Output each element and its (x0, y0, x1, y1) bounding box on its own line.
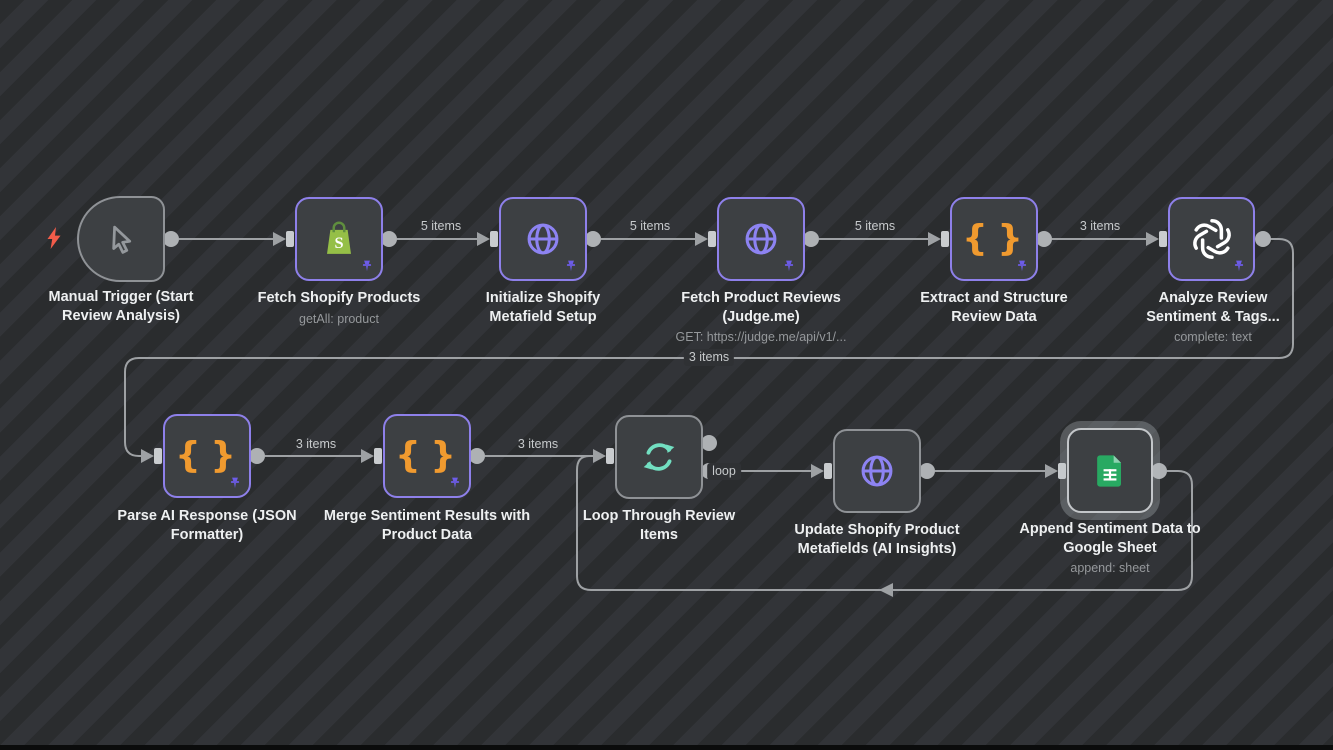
node-label-block: Fetch Shopify Products getAll: product (219, 289, 459, 327)
node-label-block: Analyze Review Sentiment & Tags... compl… (1093, 289, 1333, 345)
edge-sheet-loopback[interactable] (576, 455, 1193, 597)
node-label[interactable]: Append Sentiment Data to Google Sheet (1019, 521, 1201, 556)
node-label-block: Initialize Shopify Metafield Setup (423, 289, 663, 326)
edge-item-count: 3 items (517, 437, 559, 451)
pin-icon (1232, 259, 1246, 274)
edge-item-count: 3 items (1079, 219, 1121, 233)
node-manual-trigger[interactable] (77, 196, 165, 282)
edge-item-count: 5 items (420, 219, 462, 233)
node-label-block: Fetch Product Reviews (Judge.me) GET: ht… (641, 289, 881, 345)
node-subtitle: complete: text (1174, 330, 1252, 344)
node-label[interactable]: Loop Through Review Items (582, 508, 736, 543)
edge-update-to-sheet[interactable] (919, 463, 1066, 479)
node-label-block: Manual Trigger (Start Review Analysis) (1, 288, 241, 325)
node-label-block: Extract and Structure Review Data (874, 289, 1114, 326)
node-update-shopify-product-metafields[interactable] (833, 429, 921, 513)
node-parse-ai-response[interactable]: { } (163, 414, 251, 498)
node-merge-sentiment-results[interactable]: { } (383, 414, 471, 498)
edge-merge-to-loop[interactable] (469, 448, 614, 464)
node-loop-through-review-items[interactable] (615, 415, 703, 499)
globe-icon (738, 216, 784, 262)
node-analyze-review-sentiment[interactable] (1168, 197, 1255, 281)
node-fetch-shopify-products[interactable]: S (295, 197, 383, 281)
node-label-block: Parse AI Response (JSON Formatter) (87, 507, 327, 544)
node-initialize-shopify-metafield-setup[interactable] (499, 197, 587, 281)
node-label[interactable]: Analyze Review Sentiment & Tags... (1146, 290, 1280, 325)
pin-icon (1015, 259, 1029, 274)
pin-icon (228, 476, 242, 491)
pin-icon (782, 259, 796, 274)
edge-extract-to-analyze[interactable] (1036, 231, 1167, 247)
globe-icon (520, 216, 566, 262)
pin-icon (360, 259, 374, 274)
node-label[interactable]: Initialize Shopify Metafield Setup (485, 290, 601, 325)
curly-braces-icon: { } (962, 218, 1026, 259)
node-label[interactable]: Update Shopify Product Metafields (AI In… (794, 522, 960, 557)
node-extract-and-structure-review-data[interactable]: { } (950, 197, 1038, 281)
google-sheets-icon (1088, 449, 1132, 493)
cursor-arrow-icon (99, 217, 143, 261)
node-label-block: Append Sentiment Data to Google Sheet ap… (990, 520, 1230, 576)
loop-arrows-icon (636, 434, 682, 480)
node-label[interactable]: Parse AI Response (JSON Formatter) (117, 508, 297, 543)
trigger-bolt-icon (47, 227, 61, 249)
node-label[interactable]: Merge Sentiment Results with Product Dat… (323, 508, 531, 543)
curly-braces-icon: { } (175, 435, 239, 476)
edge-reviews-to-extract[interactable] (803, 231, 949, 247)
edge-item-count: 5 items (629, 219, 671, 233)
openai-icon (1187, 214, 1237, 264)
node-label-block: Loop Through Review Items (539, 507, 779, 544)
node-subtitle: GET: https://judge.me/api/v1/... (675, 330, 847, 344)
edge-parse-to-merge[interactable] (249, 448, 382, 464)
edge-item-count: 3 items (683, 349, 735, 366)
loop-output-label: loop (707, 463, 741, 480)
node-label[interactable]: Manual Trigger (Start Review Analysis) (48, 289, 194, 324)
node-append-sentiment-data-to-google-sheet[interactable] (1067, 428, 1153, 513)
edge-item-count: 5 items (854, 219, 896, 233)
edge-initialize-to-reviews[interactable] (585, 231, 716, 247)
node-fetch-product-reviews[interactable] (717, 197, 805, 281)
loop-done-output (701, 435, 717, 451)
shopify-icon: S (316, 216, 362, 262)
node-label-block: Update Shopify Product Metafields (AI In… (757, 521, 997, 558)
edge-trigger-to-shopify[interactable] (163, 231, 294, 247)
svg-text:S: S (334, 233, 343, 252)
globe-icon (854, 448, 900, 494)
node-label-block: Merge Sentiment Results with Product Dat… (307, 507, 547, 544)
node-label[interactable]: Extract and Structure Review Data (920, 290, 1068, 325)
node-subtitle: getAll: product (299, 311, 379, 326)
edge-shopify-to-initialize[interactable] (381, 231, 498, 247)
bottom-edge (0, 745, 1333, 750)
node-label[interactable]: Fetch Product Reviews (Judge.me) (681, 290, 841, 325)
node-subtitle: append: sheet (1070, 561, 1150, 575)
node-label[interactable]: Fetch Shopify Products (257, 290, 421, 306)
curly-braces-icon: { } (395, 435, 459, 476)
edge-item-count: 3 items (295, 437, 337, 451)
pin-icon (448, 476, 462, 491)
pin-icon (564, 259, 578, 274)
